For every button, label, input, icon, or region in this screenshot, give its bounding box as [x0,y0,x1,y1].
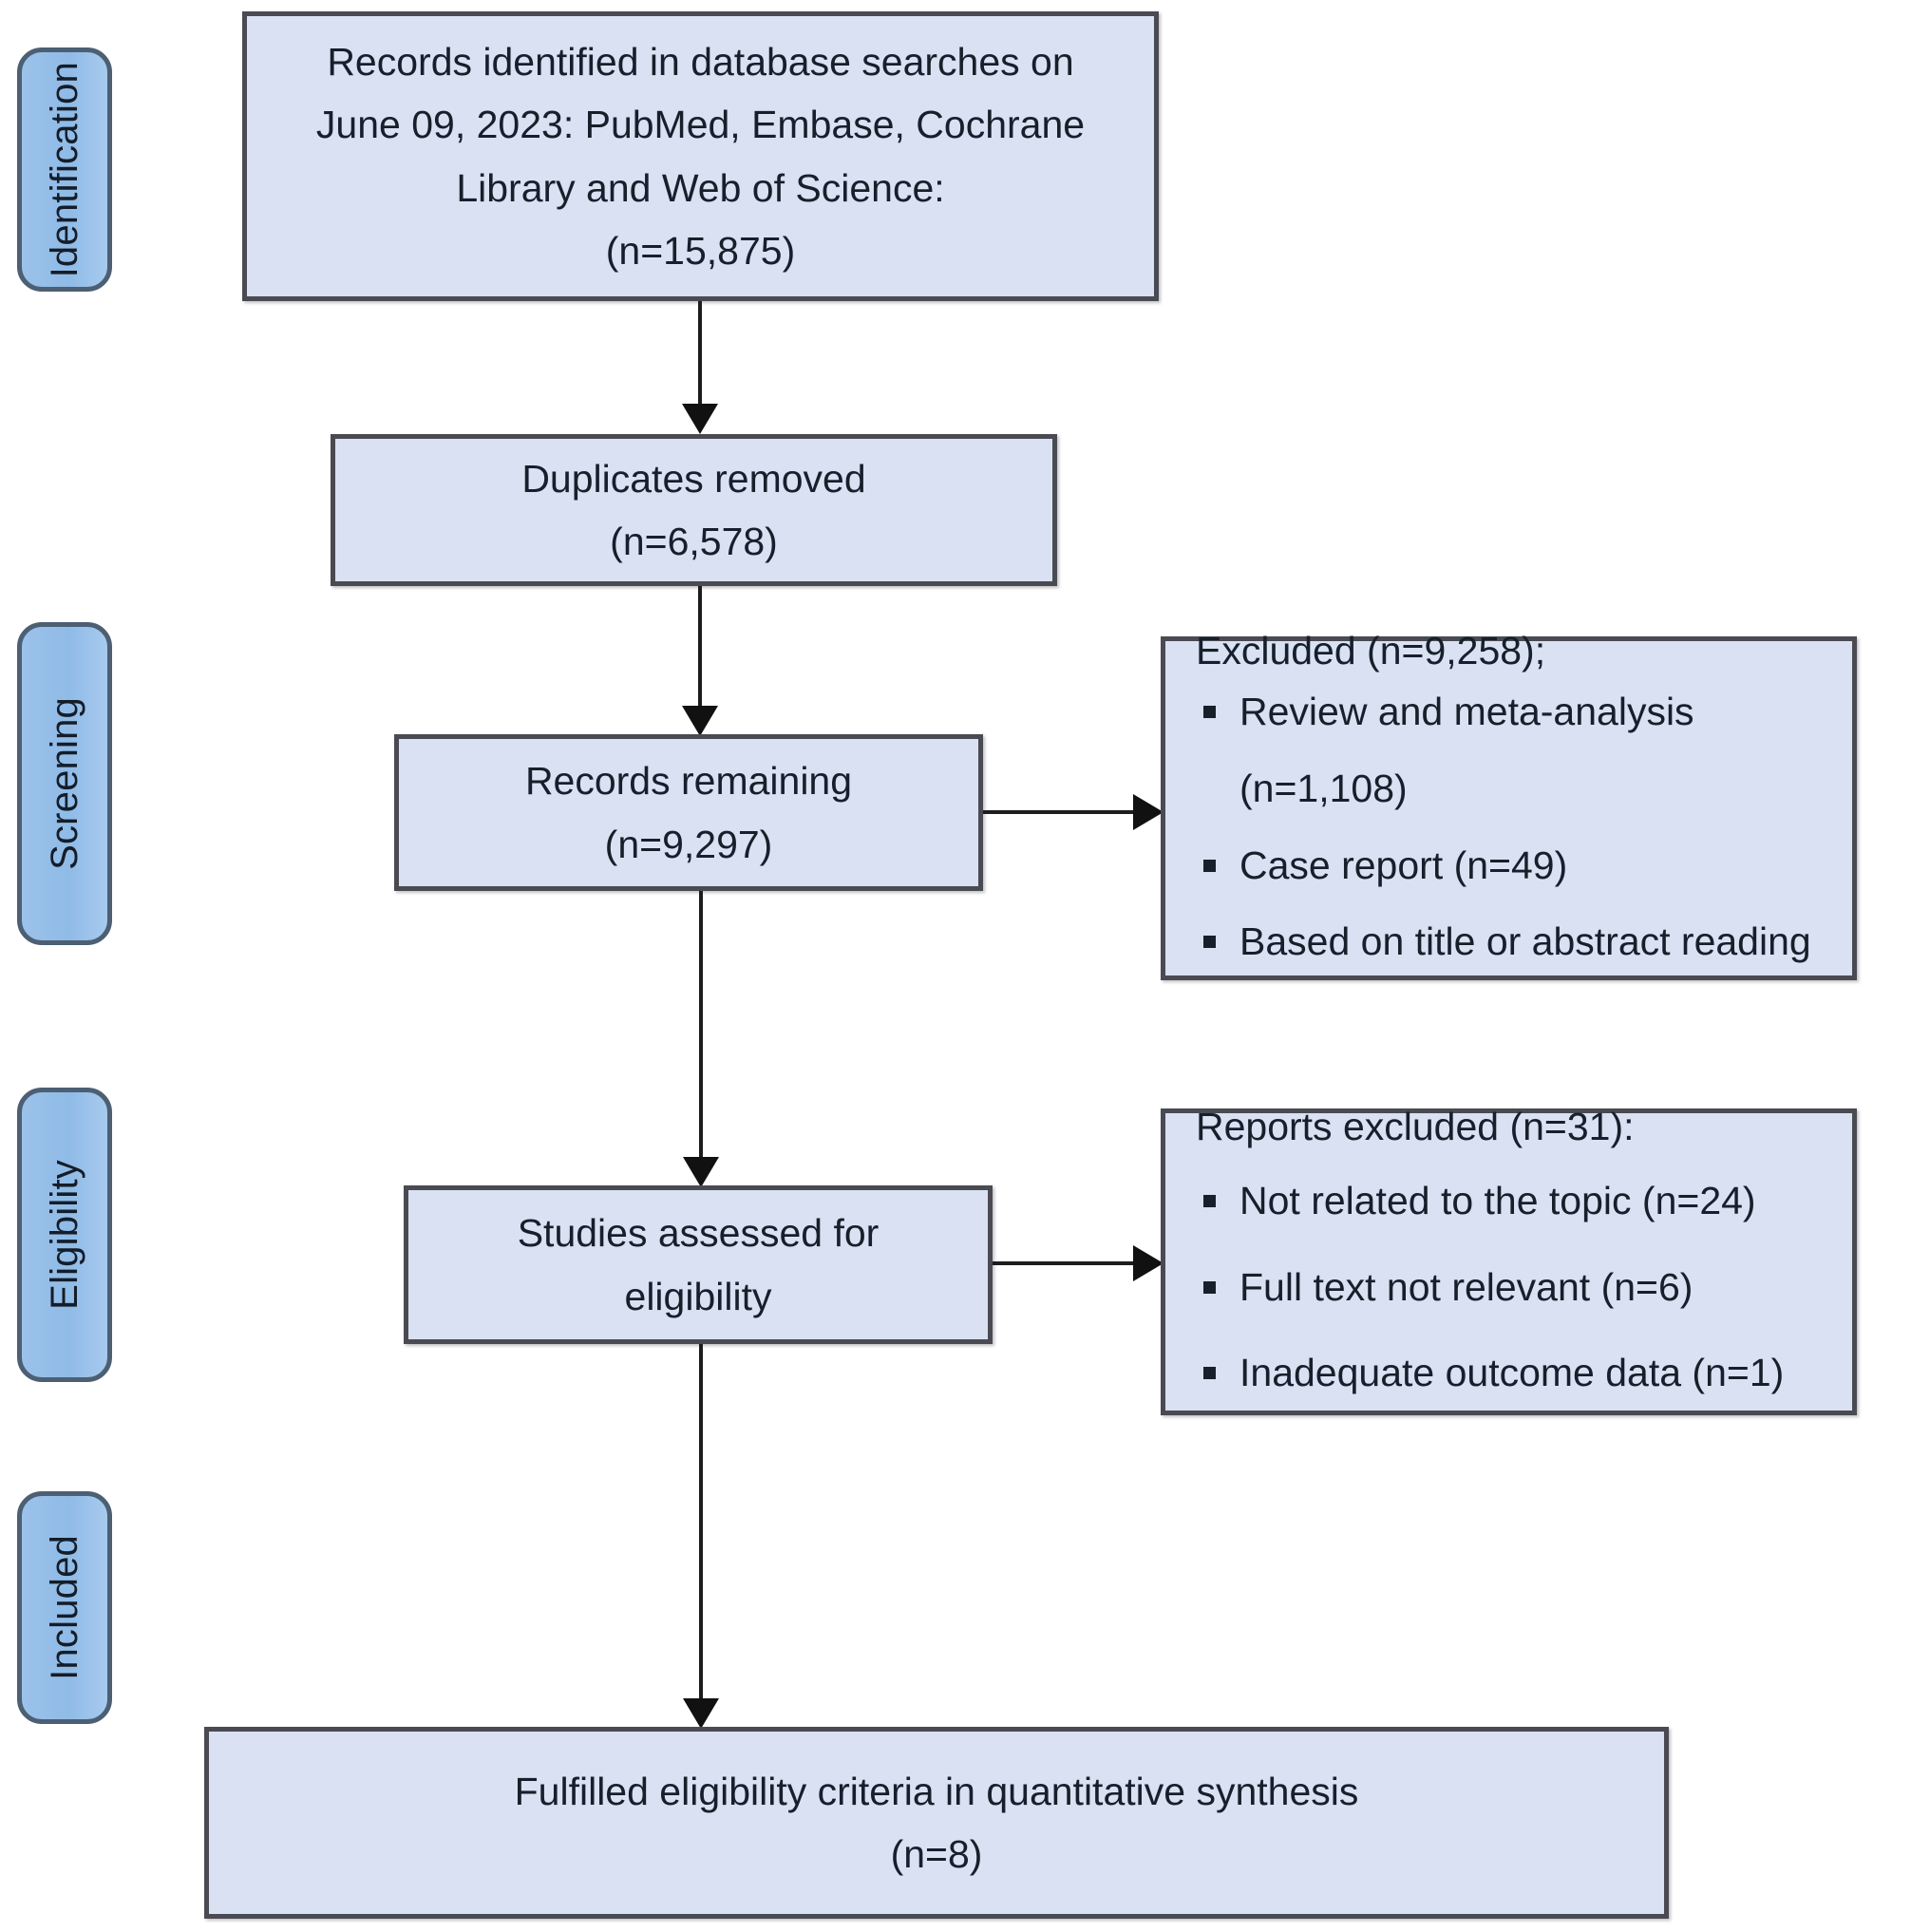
reports-excluded-item-0: Not related to the topic (n=24) [1196,1170,1852,1232]
records-identified-count: (n=15,875) [605,228,796,273]
records-identified-line2: June 09, 2023: PubMed, Embase, Cochrane [315,103,1086,147]
box-duplicates-removed: Duplicates removed (n=6,578) [331,434,1057,586]
included-final-count: (n=8) [890,1832,983,1876]
bullet-square-icon [1203,859,1216,872]
box-records-identified: Records identified in database searches … [242,11,1159,301]
stage-screening-label: Screening [43,697,85,870]
stage-eligibility: Eligibility [17,1088,112,1382]
bullet-square-icon [1203,1367,1216,1380]
stage-identification-label: Identification [43,61,85,278]
records-remaining-count: (n=9,297) [604,822,773,866]
bullet-square-icon [1203,936,1216,949]
arrow-records-remaining-to-studies-assessed [680,891,722,1187]
studies-assessed-line1: Studies assessed for [517,1211,880,1256]
records-identified-line3: Library and Web of Science: [456,165,945,210]
bullet-square-icon [1203,705,1216,718]
arrow-identified-to-duplicates [679,301,721,434]
records-remaining-line1: Records remaining [524,759,853,804]
stage-included: Included [17,1491,112,1724]
box-reports-excluded: Reports excluded (n=31): Not related to … [1161,1104,1857,1415]
stage-screening: Screening [17,622,112,945]
reports-excluded-item-0-label: Not related to the topic (n=24) [1239,1178,1756,1222]
reports-excluded-item-2-label: Inadequate outcome data (n=1) [1239,1351,1785,1395]
reports-excluded-list: Not related to the topic (n=24) Full tex… [1196,1170,1852,1419]
excluded-screening-item-2: Case report (n=49) [1196,835,1852,897]
duplicates-removed-count: (n=6,578) [610,520,778,563]
arrow-duplicates-to-records-remaining [679,586,721,736]
box-excluded-screening: Excluded (n=9,258); Review and meta-anal… [1161,629,1857,980]
reports-excluded-header: Reports excluded (n=31): [1196,1104,1635,1148]
excluded-screening-header: Excluded (n=9,258); [1196,628,1546,672]
excluded-screening-list: Review and meta-analysis (n=1,108) Case … [1196,681,1852,988]
reports-excluded-item-2: Inadequate outcome data (n=1) [1196,1342,1852,1404]
box-studies-assessed: Studies assessed for eligibility [404,1185,993,1344]
excluded-screening-item-1: (n=1,108) [1196,758,1852,820]
box-included-final: Fulfilled eligibility criteria in quanti… [204,1727,1669,1919]
arrow-studies-assessed-to-reports-excluded [993,1242,1164,1284]
excluded-screening-item-3: Based on title or abstract reading [1196,911,1852,973]
excluded-screening-item-1-label: (n=1,108) [1239,766,1408,810]
reports-excluded-item-1: Full text not relevant (n=6) [1196,1257,1852,1318]
box-records-remaining: Records remaining (n=9,297) [394,734,983,891]
duplicates-removed-line1: Duplicates removed [521,456,866,501]
bullet-square-icon [1203,1194,1216,1207]
stage-included-label: Included [43,1535,85,1680]
excluded-screening-item-2-label: Case report (n=49) [1239,843,1568,887]
arrow-records-remaining-to-excluded [983,791,1164,833]
studies-assessed-line2: eligibility [624,1274,772,1318]
stage-eligibility-label: Eligibility [43,1160,85,1310]
included-final-line1: Fulfilled eligibility criteria in quanti… [514,1769,1359,1813]
arrow-studies-assessed-to-included [680,1344,722,1729]
reports-excluded-item-1-label: Full text not relevant (n=6) [1239,1264,1693,1309]
records-identified-line1: Records identified in database searches … [327,39,1074,84]
stage-identification: Identification [17,47,112,292]
excluded-screening-item-0-label: Review and meta-analysis [1239,689,1694,733]
excluded-screening-item-0: Review and meta-analysis [1196,681,1852,743]
bullet-square-icon [1203,1280,1216,1294]
excluded-screening-item-3-label: Based on title or abstract reading [1239,919,1811,964]
